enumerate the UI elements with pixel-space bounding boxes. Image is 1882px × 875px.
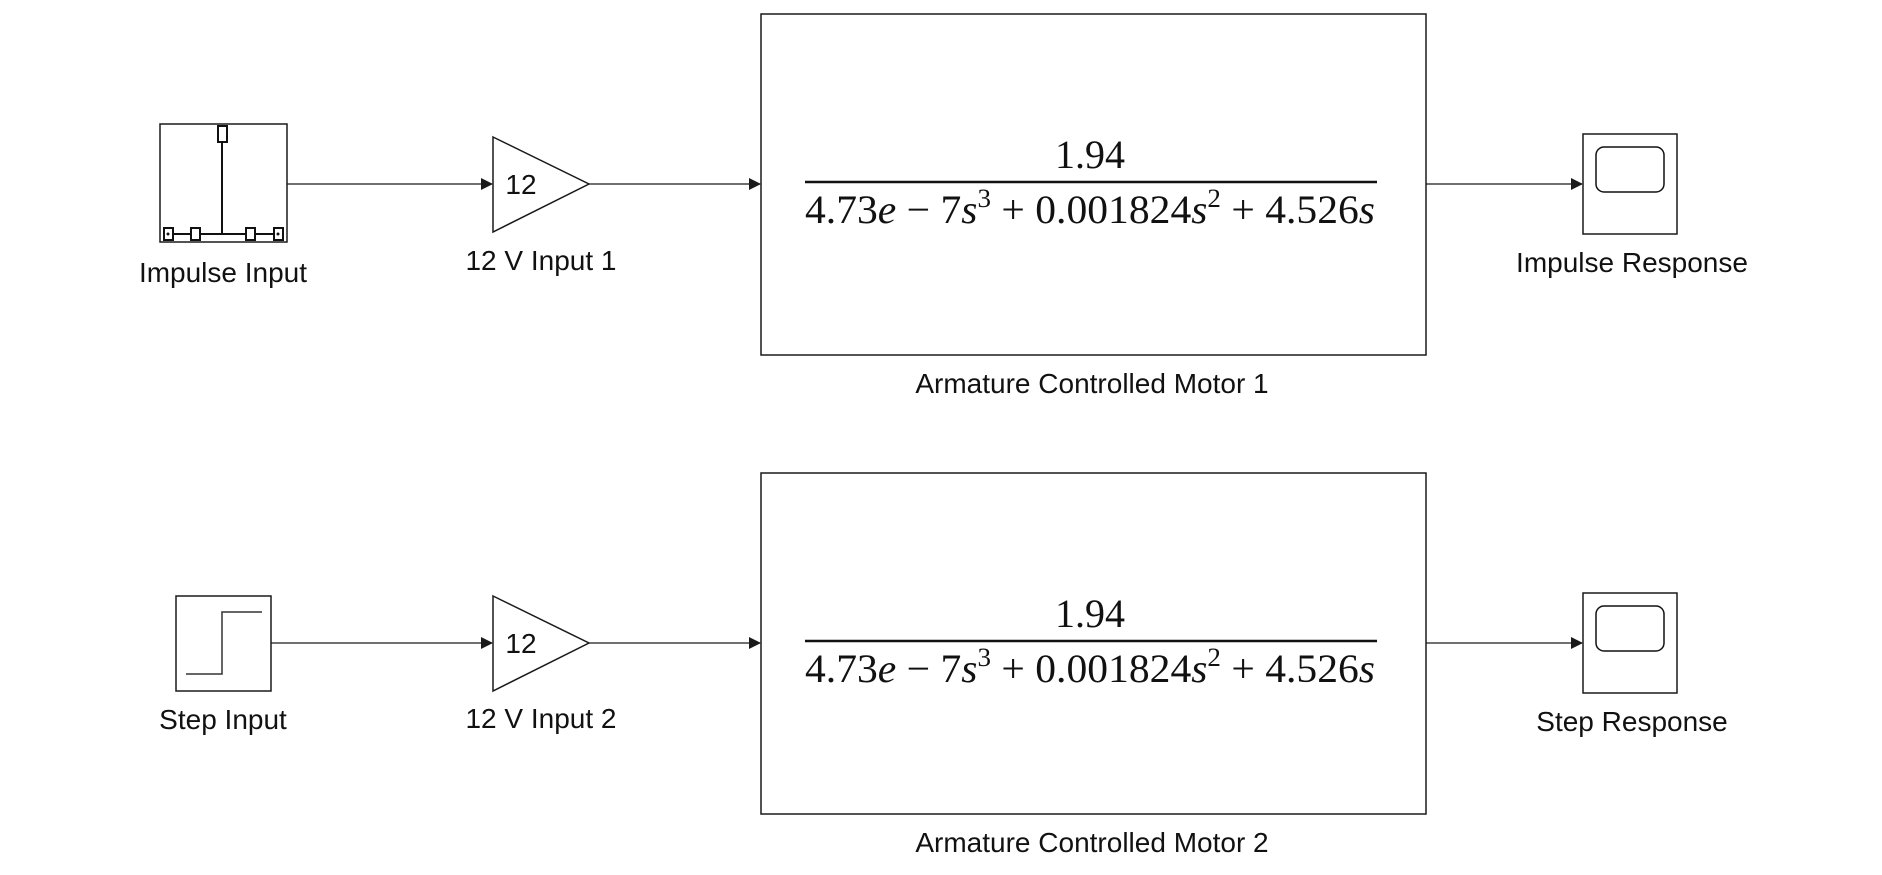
impulse-input-block[interactable] bbox=[159, 123, 288, 243]
gain-label-2: 12 V Input 2 bbox=[465, 703, 616, 734]
tf-label-1: Armature Controlled Motor 1 bbox=[915, 368, 1268, 399]
step-input-label: Step Input bbox=[159, 704, 287, 735]
step-input-block[interactable] bbox=[175, 595, 272, 692]
tf-label-2: Armature Controlled Motor 2 bbox=[915, 827, 1268, 858]
step-icon bbox=[186, 611, 262, 675]
scope-screen-icon bbox=[1595, 605, 1665, 652]
scope-block-1[interactable] bbox=[1582, 133, 1678, 235]
scope-block-2[interactable] bbox=[1582, 592, 1678, 694]
gain-block-1[interactable]: 12 bbox=[492, 135, 591, 234]
tf-numerator: 1.94 bbox=[1055, 132, 1125, 177]
scope-screen-icon bbox=[1595, 146, 1665, 193]
scope-label-1: Impulse Response bbox=[1516, 247, 1748, 278]
tf-numerator: 1.94 bbox=[1055, 591, 1125, 636]
gain-label-1: 12 V Input 1 bbox=[465, 245, 616, 276]
gain-block-2[interactable]: 12 bbox=[492, 594, 591, 693]
gain-value: 12 bbox=[505, 169, 536, 200]
gain-value: 12 bbox=[505, 628, 536, 659]
scope-label-2: Step Response bbox=[1536, 706, 1727, 737]
impulse-input-label: Impulse Input bbox=[139, 257, 307, 288]
impulse-icon bbox=[163, 125, 284, 241]
